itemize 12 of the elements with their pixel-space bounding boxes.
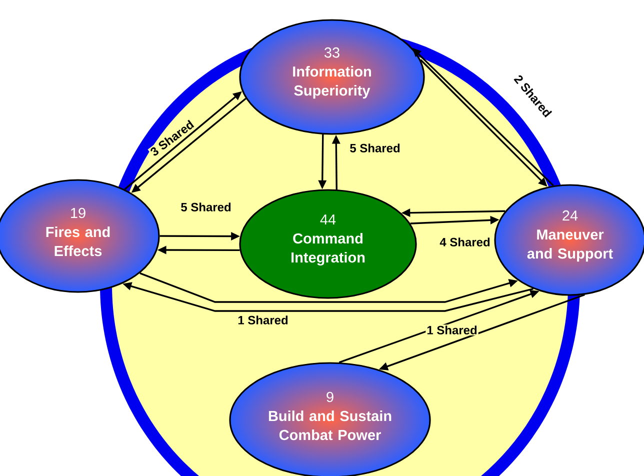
- edge-label: 1 Shared: [236, 314, 290, 326]
- node-text: 9 Build and Sustain Combat Power: [268, 392, 392, 440]
- edge-label: 5 Shared: [348, 142, 402, 154]
- edge-label: 1 Shared: [426, 324, 478, 336]
- node-text: 44 Command Integration: [292, 214, 365, 266]
- edge-label: 4 Shared: [438, 236, 492, 248]
- node-text: 19 Fires and Effects: [46, 208, 110, 256]
- edge-label: 5 Shared: [180, 202, 232, 212]
- node-text: 33 Information Superiority: [293, 47, 371, 99]
- ellipse-node: [239, 189, 417, 299]
- ellipse-node: [239, 19, 425, 135]
- node-text: 24 Maneuver and Support: [527, 210, 613, 262]
